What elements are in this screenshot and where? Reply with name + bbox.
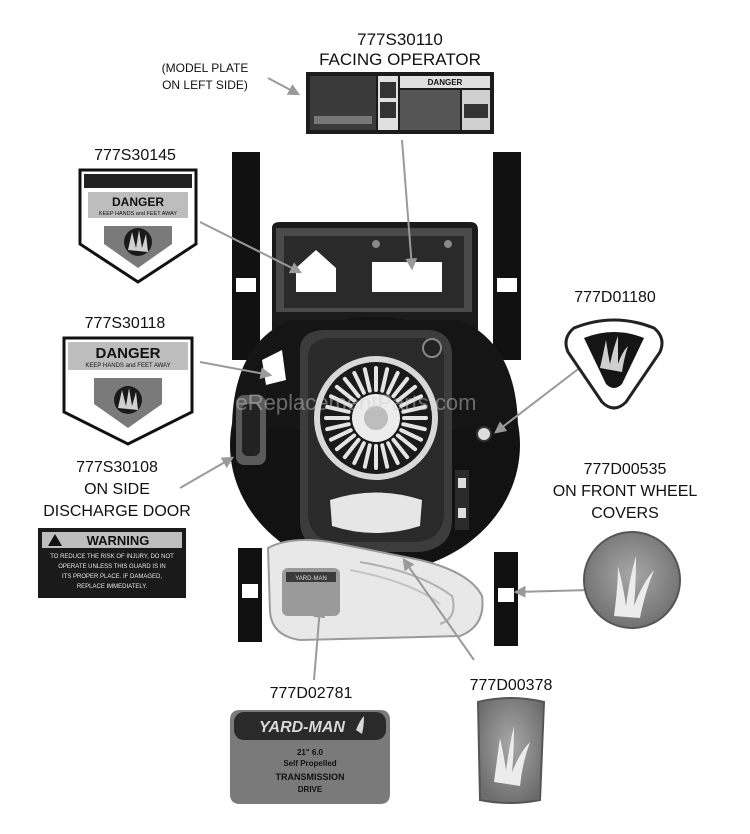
engine-fin	[352, 441, 366, 466]
arrow-model-plate	[267, 77, 301, 96]
decal-777D02781: YARD-MAN 21" 6.0 Self Propelled TRANSMIS…	[230, 710, 390, 804]
watermark: eReplacementParts.com	[236, 390, 477, 415]
arrow-30118	[199, 361, 273, 380]
label-covers: COVERS	[591, 505, 659, 522]
engine-fin	[401, 404, 427, 414]
guard-decal-spot-right	[372, 262, 442, 292]
engine-fin	[401, 422, 427, 432]
label-model-plate-1: (MODEL PLATE	[161, 61, 249, 75]
decal-warning-word: WARNING	[87, 533, 150, 548]
engine-fin	[395, 384, 418, 403]
decal-777S30145: DANGER KEEP HANDS and FEET AWAY	[78, 168, 198, 284]
decal-drive-line-4: DRIVE	[298, 785, 323, 794]
decal-30118-danger: DANGER	[95, 345, 160, 362]
engine-fin	[328, 394, 353, 408]
label-777S30118: 777S30118	[84, 315, 166, 332]
grass-logo-icon	[614, 556, 654, 618]
decal-warning-line-2: OPERATE UNLESS THIS GUARD IS IN	[58, 564, 165, 570]
engine-fin	[328, 428, 353, 442]
label-777D02781: 777D02781	[269, 685, 353, 702]
left-rear-wheel	[232, 152, 260, 360]
arrows	[179, 77, 591, 681]
engine-fin	[362, 443, 372, 469]
decal-drive-line-1: 21" 6.0	[297, 748, 324, 757]
decal-30118-keep: KEEP HANDS and FEET AWAY	[85, 363, 170, 369]
label-discharge-door: DISCHARGE DOOR	[43, 503, 191, 520]
label-777S30145: 777S30145	[94, 147, 176, 164]
decal-30145-keep: KEEP HANDS and FEET AWAY	[99, 211, 177, 217]
guard-decal-spot-left	[296, 250, 336, 292]
arrow-00378	[402, 558, 475, 661]
engine-fin	[334, 384, 357, 403]
arrow-facing-operator	[401, 139, 418, 271]
decal-warning-line-4: REPLACE IMMEDIATELY.	[77, 584, 148, 590]
engine-fin	[391, 376, 410, 399]
decal-drive-line-2: Self Propelled	[283, 759, 336, 768]
grass-logo-icon	[494, 726, 530, 786]
decal-brand-name: YARD-MAN	[259, 719, 345, 736]
decal-warning-line-1: TO REDUCE THE RISK OF INJURY, DO NOT	[50, 554, 174, 560]
engine-fin	[342, 376, 361, 399]
label-777D01180: 777D01180	[574, 289, 656, 306]
label-on-side: ON SIDE	[84, 481, 150, 498]
engine-fin	[399, 394, 424, 408]
decal-warning-line-3: ITS PROPER PLACE. IF DAMAGED,	[62, 574, 162, 580]
label-on-front-wheel: ON FRONT WHEEL	[552, 483, 698, 500]
decal-30145-danger: DANGER	[112, 195, 164, 209]
label-777S30110: 777S30110	[357, 30, 443, 49]
engine-fin	[325, 404, 351, 414]
arrow-30145	[199, 221, 303, 274]
engine-fin	[395, 433, 418, 452]
plate-danger-word: DANGER	[428, 78, 463, 87]
arrow-30108	[179, 456, 235, 489]
engine-fin	[342, 437, 361, 460]
label-model-plate-2: ON LEFT SIDE)	[162, 78, 248, 92]
decal-777S30118: DANGER KEEP HANDS and FEET AWAY	[62, 336, 194, 446]
engine-fin	[391, 437, 410, 460]
arrow-01180	[494, 359, 591, 434]
grass-logo-icon	[600, 336, 628, 372]
label-777D00378: 777D00378	[469, 677, 553, 694]
label-facing-operator: FACING OPERATOR	[319, 50, 481, 69]
right-rear-wheel	[493, 152, 521, 360]
engine-fin	[334, 433, 357, 452]
arrow-02781	[313, 605, 326, 681]
decal-777S30110: DANGER	[306, 72, 494, 134]
decal-drive-line-3: TRANSMISSION	[275, 772, 344, 782]
decal-777D00535	[583, 531, 681, 629]
engine-fin	[325, 422, 351, 432]
arrow-00535	[513, 585, 591, 598]
front-cover-decal-brand: YARD-MAN	[295, 576, 327, 582]
decal-777S30108: WARNING TO REDUCE THE RISK OF INJURY, DO…	[38, 528, 186, 598]
engine-fin	[362, 367, 372, 393]
engine-fins	[324, 366, 428, 470]
decal-777D01180	[564, 318, 664, 410]
engine-fin	[380, 367, 390, 393]
engine-fin	[399, 428, 424, 442]
engine-fin	[386, 441, 400, 466]
decal-777D00378	[476, 697, 546, 804]
label-777S30108: 777S30108	[76, 459, 158, 476]
label-777D00535: 777D00535	[583, 461, 667, 478]
engine-fin	[386, 370, 400, 395]
engine-fin	[380, 443, 390, 469]
engine-fin	[352, 370, 366, 395]
